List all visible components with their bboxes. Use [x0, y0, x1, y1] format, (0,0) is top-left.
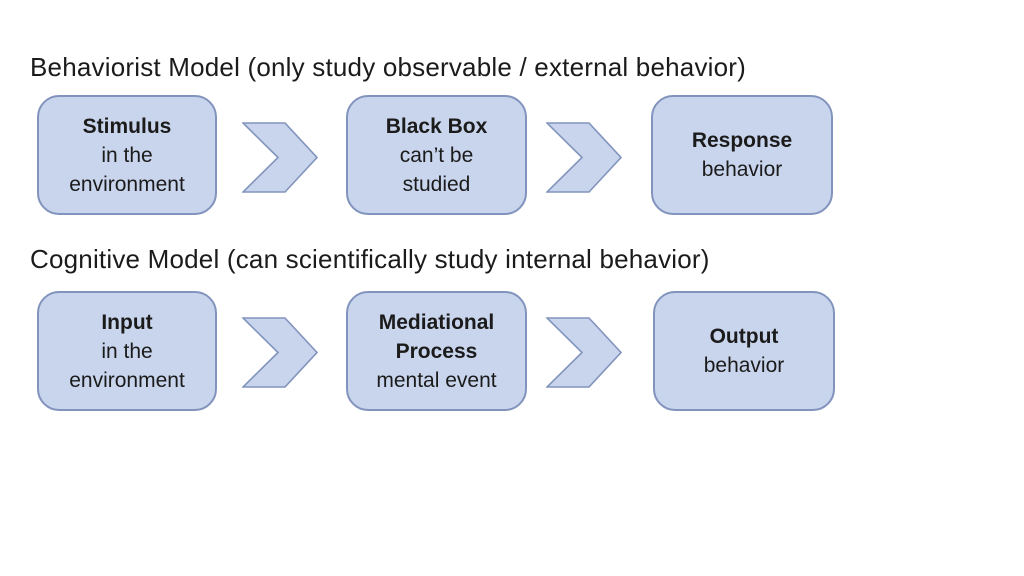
mediational-process-line: mental event: [376, 368, 497, 392]
input-box-line: in the: [101, 339, 153, 363]
black-box-heading: Black Box: [385, 114, 488, 138]
response-box-line: behavior: [701, 158, 783, 181]
stimulus-box-heading: Stimulus: [82, 114, 172, 138]
chevron-right-icon: [546, 122, 622, 193]
output-box-line: behavior: [703, 354, 785, 377]
black-box-line: can’t be: [399, 143, 474, 167]
behaviorist-model-title: Behaviorist Model (only study observable…: [30, 52, 747, 82]
output-box: Output behavior: [653, 291, 835, 411]
input-box: Input in the environment: [37, 291, 217, 411]
response-box: Response behavior: [651, 95, 833, 215]
chevron-right-icon: [546, 317, 622, 388]
black-box-box: Black Box can’t be studied: [346, 95, 527, 215]
chevron-right-icon: [242, 122, 318, 193]
stimulus-box-line: in the: [101, 143, 153, 167]
input-box-line: environment: [69, 368, 185, 392]
cognitive-model-title: Cognitive Model (can scientifically stud…: [30, 244, 710, 274]
chevron-right-icon: [242, 317, 318, 388]
response-box-heading: Response: [691, 129, 793, 152]
stimulus-box-line: environment: [69, 172, 185, 196]
black-box-line: studied: [402, 172, 471, 196]
mediational-process-box: Mediational Process mental event: [346, 291, 527, 411]
output-box-heading: Output: [709, 325, 779, 348]
mediational-process-heading: Mediational Process: [378, 310, 495, 363]
input-box-heading: Input: [101, 310, 153, 334]
stimulus-box: Stimulus in the environment: [37, 95, 217, 215]
